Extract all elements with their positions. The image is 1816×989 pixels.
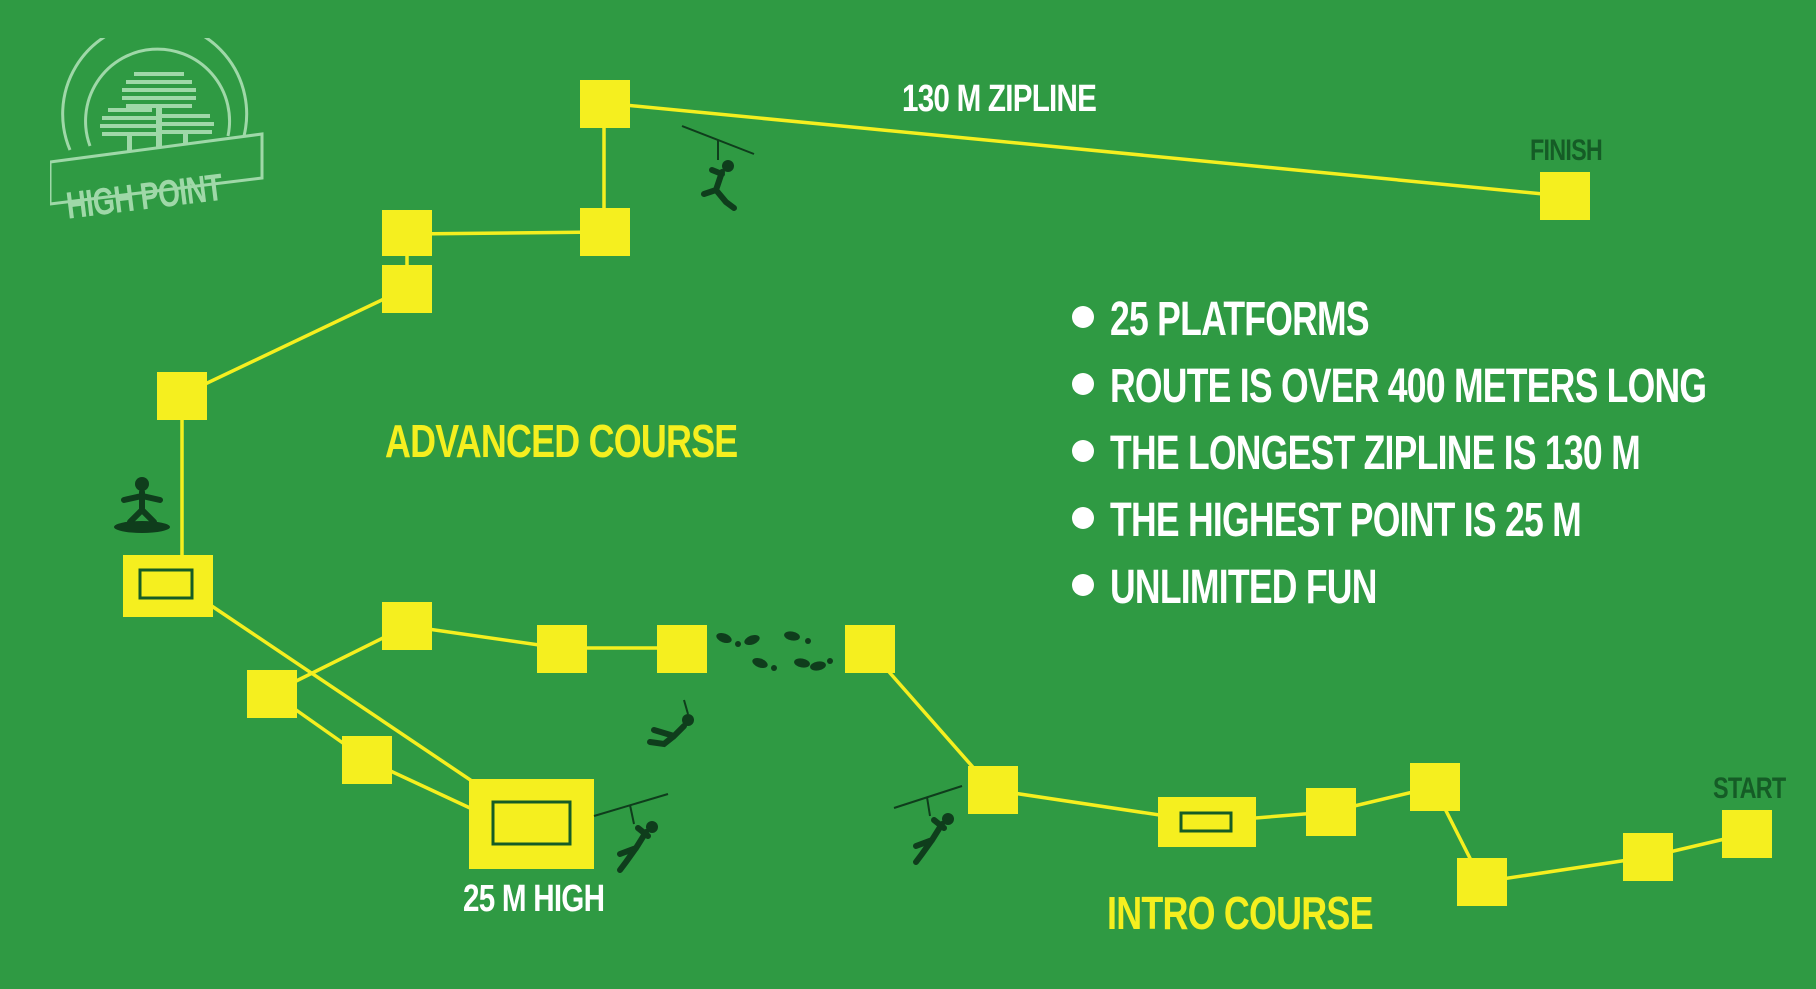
platform bbox=[657, 625, 707, 673]
fact-item: THE LONGEST ZIPLINE IS 130 M bbox=[1068, 424, 1816, 491]
platform-outlines bbox=[138, 568, 1233, 846]
platform-highest bbox=[469, 779, 594, 869]
advanced-course-label: ADVANCED COURSE bbox=[385, 415, 738, 467]
platform-finish bbox=[1540, 172, 1590, 220]
bullet-icon bbox=[1072, 306, 1094, 328]
platform bbox=[580, 208, 630, 256]
platform bbox=[1410, 763, 1460, 811]
swing-rider-icon bbox=[647, 699, 694, 748]
footprints-icon bbox=[716, 631, 833, 671]
start-label: START bbox=[1713, 772, 1786, 805]
high-point-logo: HIGH POINT bbox=[48, 20, 270, 238]
zipline-rider-icon bbox=[681, 125, 755, 211]
platform bbox=[1306, 788, 1356, 836]
platforms bbox=[123, 80, 1772, 906]
bullet-icon bbox=[1072, 507, 1094, 529]
bullet-icon bbox=[1072, 373, 1094, 395]
bullet-icon bbox=[1072, 574, 1094, 596]
platform bbox=[968, 766, 1018, 814]
fact-item: THE HIGHEST POINT IS 25 M bbox=[1068, 491, 1816, 558]
platform bbox=[1457, 858, 1507, 906]
platform bbox=[382, 210, 432, 256]
platform bbox=[537, 625, 587, 673]
platform bbox=[1623, 833, 1673, 881]
facts-list: 25 PLATFORMS ROUTE IS OVER 400 METERS LO… bbox=[1068, 290, 1816, 625]
finish-label: FINISH bbox=[1530, 134, 1603, 167]
skateboarder-icon bbox=[114, 477, 170, 533]
platform-start bbox=[1722, 810, 1772, 858]
bullet-icon bbox=[1072, 440, 1094, 462]
fact-item: UNLIMITED FUN bbox=[1068, 558, 1816, 625]
platform bbox=[247, 670, 297, 718]
platform bbox=[382, 265, 432, 313]
platform bbox=[580, 80, 630, 128]
platform bbox=[845, 625, 895, 673]
intro-course-label: INTRO COURSE bbox=[1107, 887, 1374, 939]
platform-large bbox=[1158, 797, 1256, 847]
platform bbox=[157, 372, 207, 420]
zipline-label: 130 M ZIPLINE bbox=[902, 78, 1097, 120]
fact-item: ROUTE IS OVER 400 METERS LONG bbox=[1068, 357, 1816, 424]
platform-large bbox=[123, 555, 213, 617]
platform bbox=[342, 736, 392, 784]
zipline-rider-icon bbox=[593, 793, 669, 873]
fact-item: 25 PLATFORMS bbox=[1068, 290, 1816, 357]
platform bbox=[382, 602, 432, 650]
height-label: 25 M HIGH bbox=[463, 878, 605, 920]
zipline-rider-icon bbox=[893, 785, 963, 865]
